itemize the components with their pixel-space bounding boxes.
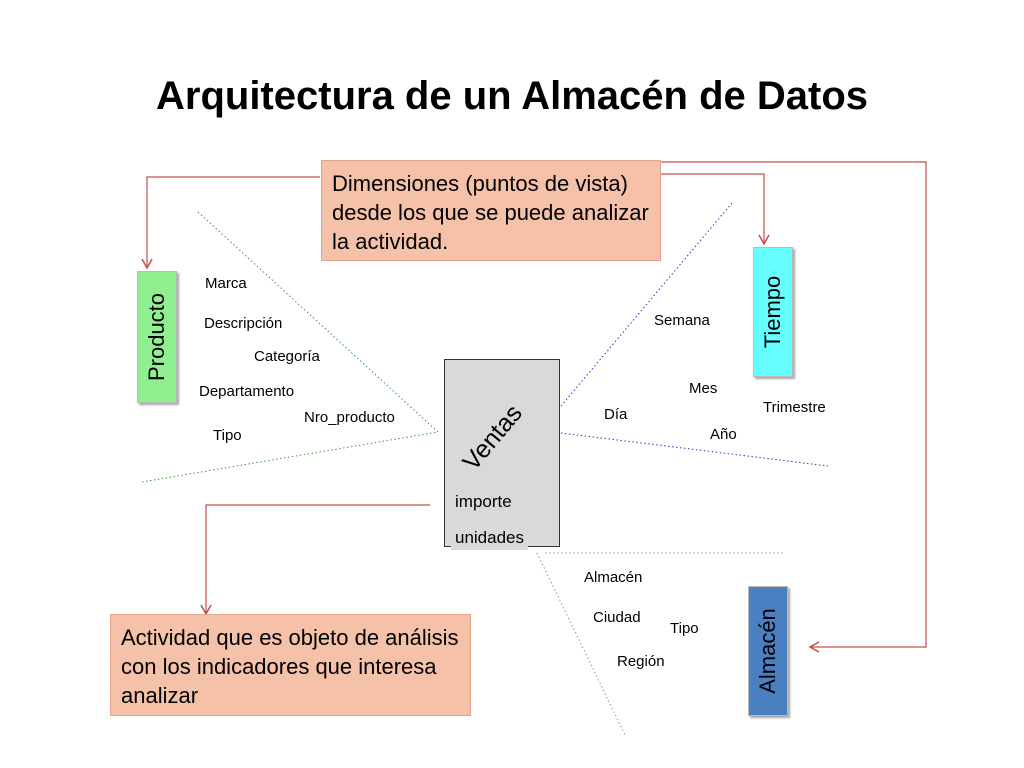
tiempo-line-upper: [544, 202, 733, 426]
arrow-to-tiempo: [661, 173, 770, 246]
activity-callout-text: Actividad que es objeto de análisis con …: [121, 625, 459, 708]
almacen-attr-tipo: Tipo: [670, 620, 699, 637]
producto-attr-marca: Marca: [205, 275, 247, 292]
producto-attr-tipo: Tipo: [213, 427, 242, 444]
tiempo-attr-ano: Año: [710, 426, 737, 443]
tiempo-attr-mes: Mes: [689, 380, 718, 397]
page-title: Arquitectura de un Almacén de Datos: [156, 74, 868, 118]
ventas-fact-box: [444, 359, 560, 547]
tiempo-dimension-box: Tiempo: [753, 247, 793, 377]
producto-attr-departamento: Departamento: [199, 383, 295, 400]
tiempo-attr-trimestre: Trimestre: [763, 399, 826, 416]
almacen-attr-ciudad: Ciudad: [593, 609, 641, 626]
arrow-to-actividad: [200, 504, 430, 616]
producto-attr-descripcion: Descripción: [204, 315, 283, 332]
dimensions-callout-text: Dimensiones (puntos de vista) desde los …: [332, 171, 649, 254]
almacen-line-diagonal: [536, 552, 626, 736]
almacen-dimension-label: Almacén: [755, 608, 780, 694]
measure-importe: importe: [451, 490, 516, 514]
producto-attr-nro-producto: Nro_producto: [304, 409, 395, 426]
activity-callout: Actividad que es objeto de análisis con …: [110, 614, 471, 716]
producto-dimension-box: Producto: [137, 271, 177, 403]
dimensions-callout: Dimensiones (puntos de vista) desde los …: [321, 160, 661, 261]
producto-attr-categoria: Categoría: [254, 348, 320, 365]
almacen-attr-region: Región: [617, 653, 665, 670]
almacen-attr-almacen: Almacén: [584, 569, 643, 586]
tiempo-attr-dia: Día: [604, 406, 628, 423]
tiempo-dimension-label: Tiempo: [760, 275, 785, 349]
tiempo-attr-semana: Semana: [654, 312, 710, 329]
measure-unidades: unidades: [451, 526, 529, 550]
arrow-to-almacen: [661, 161, 927, 653]
producto-dimension-label: Producto: [144, 292, 169, 382]
producto-line-lower: [141, 431, 439, 483]
tiempo-line-lower: [544, 430, 829, 467]
almacen-dimension-box: Almacén: [748, 586, 788, 716]
arrow-to-producto: [141, 176, 320, 270]
